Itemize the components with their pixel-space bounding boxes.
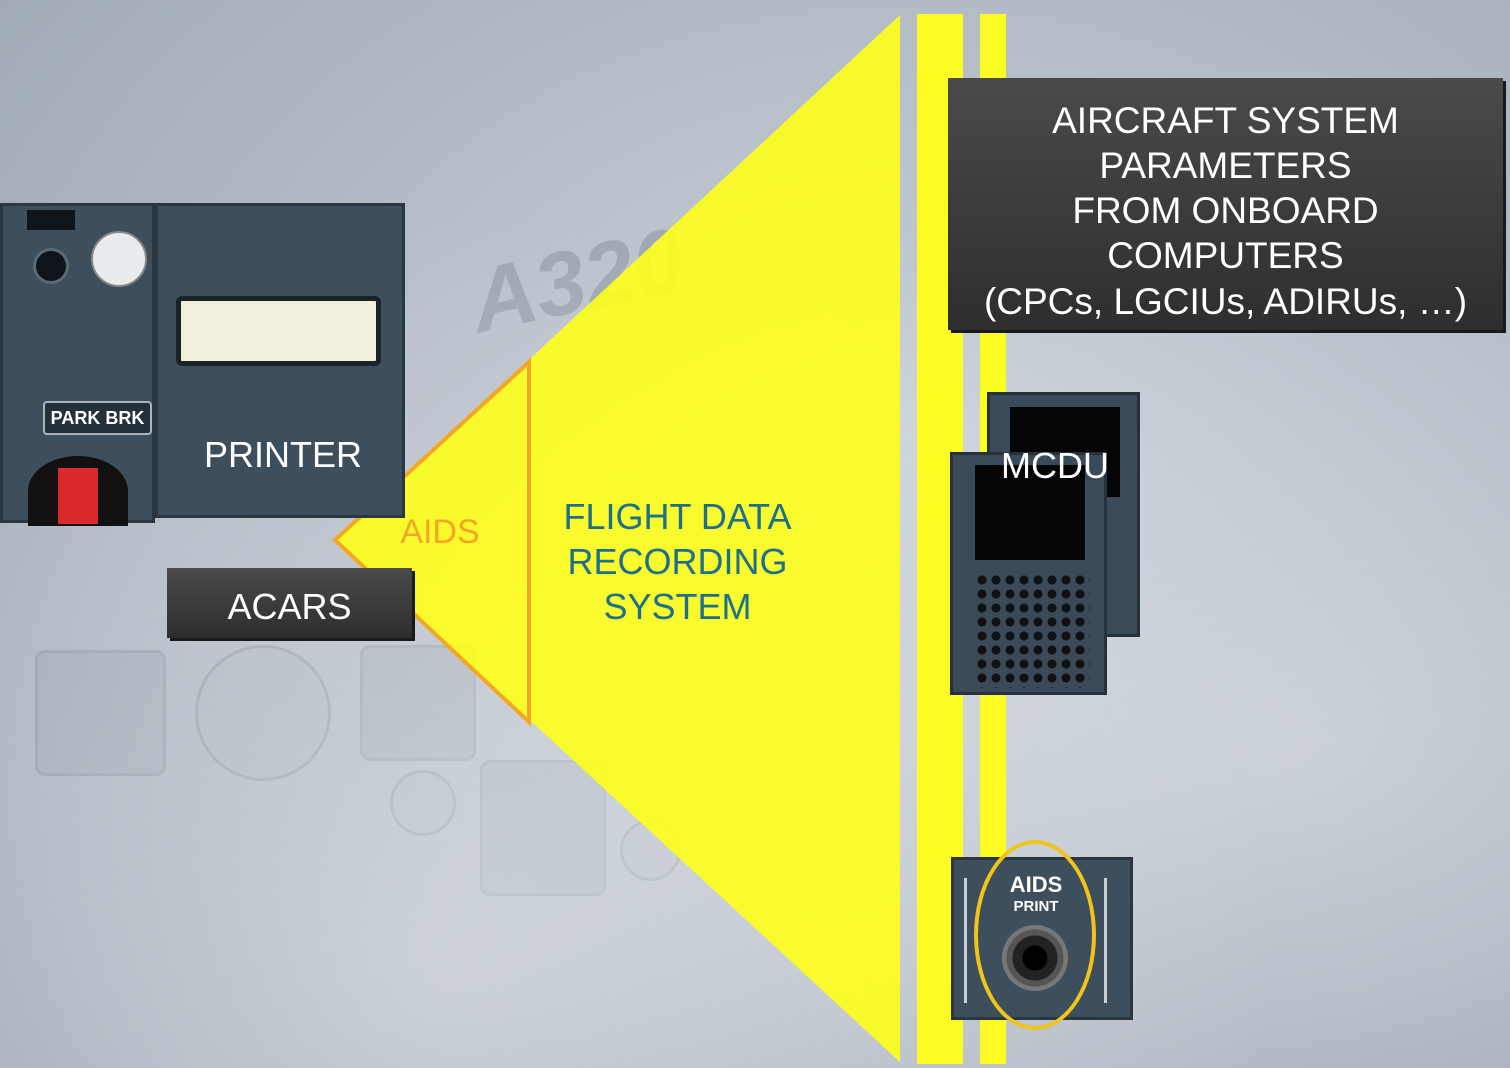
mcdu-label: MCDU [995,445,1115,487]
mode-knob[interactable] [91,231,147,287]
systems-line: AIRCRAFT SYSTEM [948,98,1503,143]
mcdu-keypad [975,573,1090,688]
systems-line: FROM ONBOARD [948,188,1503,233]
systems-line: (CPCs, LGCIUs, ADIRUs, …) [948,279,1503,324]
panel-bar [964,878,967,1003]
aircraft-systems-box: AIRCRAFT SYSTEM PARAMETERS FROM ONBOARD … [948,78,1503,330]
printer-panel: PRINTER [155,203,405,518]
printer-paper-slot [176,296,381,366]
systems-line: COMPUTERS [948,233,1503,278]
panel-display [27,210,75,230]
fdrs-label-line: FLIGHT DATA [545,494,810,539]
park-brk-handle[interactable]: PARK BRK [43,401,152,435]
reset-button[interactable] [33,248,69,284]
fdrs-label-line: SYSTEM [545,584,810,629]
mcdu-unit-1 [950,452,1107,695]
gear-extension-switch[interactable] [28,456,128,526]
fdrs-label: FLIGHT DATA RECORDING SYSTEM [545,494,810,629]
gear-extension-guard [58,468,98,524]
parking-brake-panel: PARK BRK [0,203,155,523]
systems-line: PARAMETERS [948,143,1503,188]
printer-label: PRINTER [158,434,408,476]
acars-box: ACARS [167,568,412,638]
panel-bar [1104,878,1107,1003]
fdrs-label-line: RECORDING [545,539,810,584]
aids-print-highlight-ring [974,840,1096,1030]
aids-label: AIDS [390,513,490,552]
